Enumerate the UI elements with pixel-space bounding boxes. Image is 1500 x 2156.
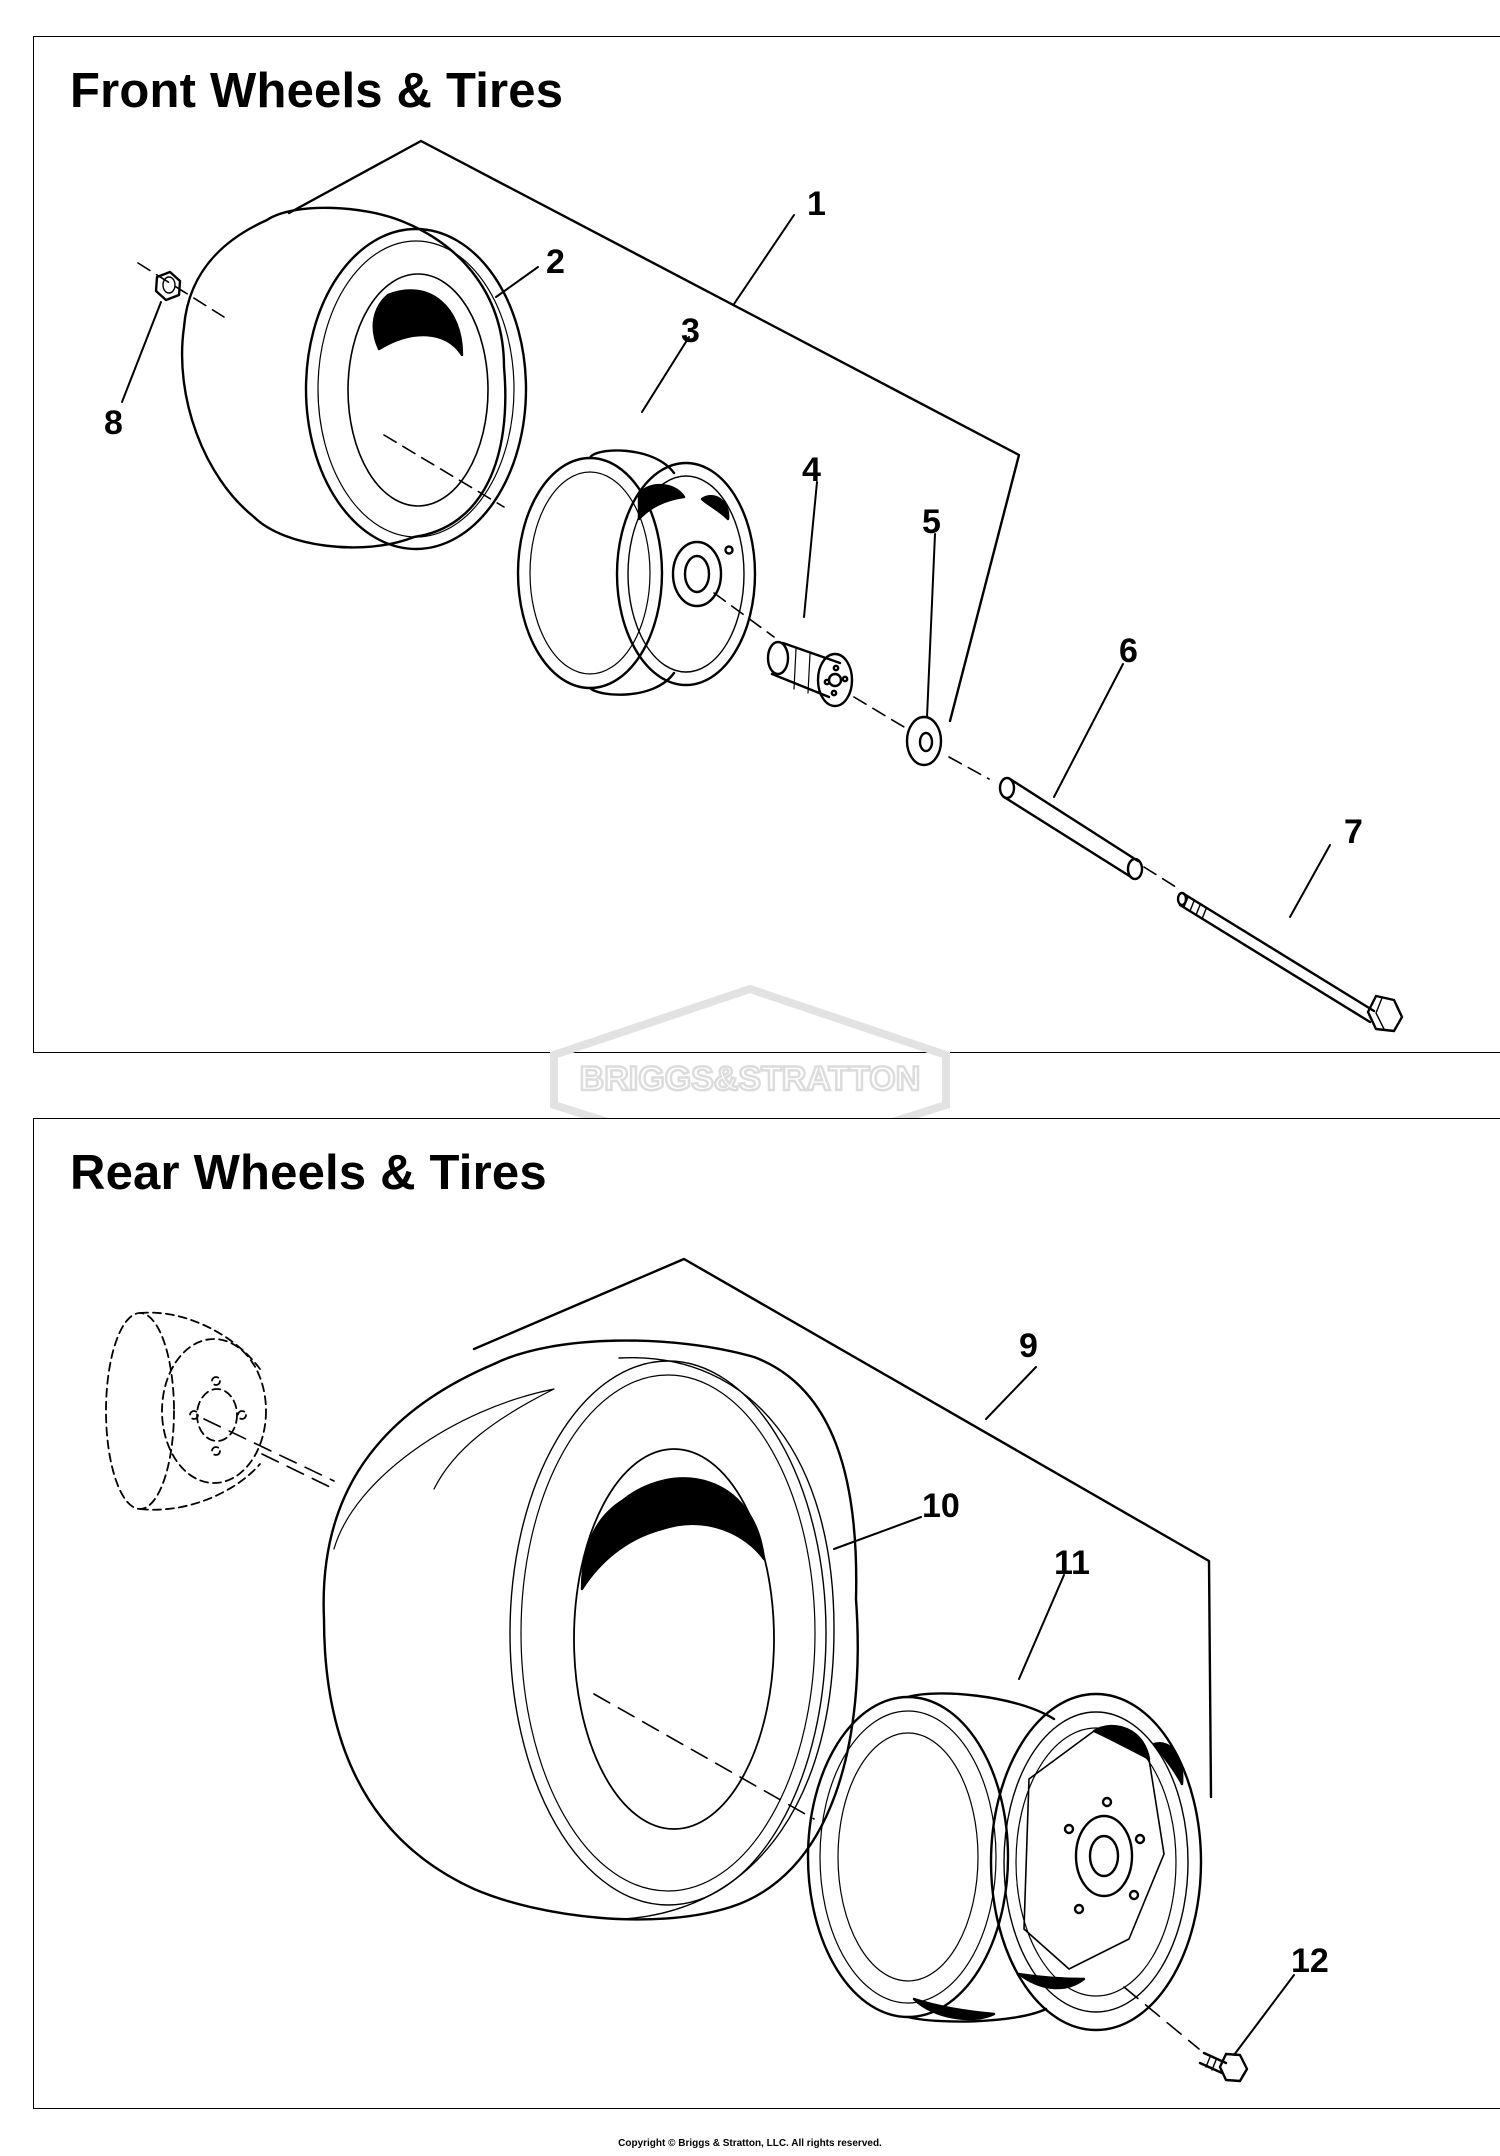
callout-10: 10 xyxy=(922,1487,960,1525)
callout-1: 1 xyxy=(807,185,826,223)
callout-7: 7 xyxy=(1344,813,1363,851)
copyright-footer: Copyright © Briggs & Stratton, LLC. All … xyxy=(618,2138,882,2149)
rear-wheels-panel: Rear Wheels & Tires xyxy=(33,1118,1500,2109)
callout-12: 12 xyxy=(1291,1942,1329,1980)
rear-hub-reference xyxy=(105,1311,267,1511)
rear-lug-bolt xyxy=(1198,2051,1249,2083)
leader-10 xyxy=(833,1516,922,1550)
front-wheels-diagram: 1 2 3 4 5 6 7 8 xyxy=(104,139,1404,1033)
callout-6: 6 xyxy=(1119,632,1138,670)
front-centerline xyxy=(137,262,1180,890)
rear-centerline xyxy=(203,1418,1200,2050)
front-spacer xyxy=(766,640,854,708)
leader-12 xyxy=(1233,1974,1295,2056)
rear-wheels-diagram: 9 10 11 12 xyxy=(105,1257,1329,2083)
front-axle-tube xyxy=(998,776,1144,881)
leader-3 xyxy=(641,336,690,413)
rear-wheel-rim xyxy=(806,1692,1203,2032)
leader-7 xyxy=(1289,844,1331,918)
front-washer xyxy=(905,715,943,767)
front-tire xyxy=(180,206,528,551)
callout-5: 5 xyxy=(922,503,941,541)
leader-2 xyxy=(495,266,539,298)
front-wheels-panel: Front Wheels & Tires xyxy=(33,36,1500,1053)
callout-8: 8 xyxy=(104,404,123,442)
callout-3: 3 xyxy=(681,312,700,350)
front-wheel-rim xyxy=(516,449,757,696)
callout-4: 4 xyxy=(802,451,821,489)
front-axle-bolt xyxy=(1176,891,1404,1033)
rear-tire xyxy=(322,1339,859,1921)
leader-8 xyxy=(121,301,162,403)
leader-4 xyxy=(803,481,818,618)
rear-panel-title: Rear Wheels & Tires xyxy=(70,1146,547,1200)
front-lock-nut xyxy=(154,270,182,302)
leader-9 xyxy=(985,1366,1037,1420)
callout-2: 2 xyxy=(546,243,565,281)
rear-assembly-bracket xyxy=(472,1257,1213,1799)
callout-11: 11 xyxy=(1054,1544,1090,1582)
leader-1 xyxy=(733,214,795,305)
watermark-text: BRIGGS&STRATTON xyxy=(580,1060,921,1098)
leader-11 xyxy=(1018,1574,1065,1680)
front-assembly-bracket xyxy=(287,139,1021,723)
front-panel-title: Front Wheels & Tires xyxy=(70,64,564,118)
leader-6 xyxy=(1053,663,1124,798)
callout-9: 9 xyxy=(1019,1327,1038,1365)
leader-5 xyxy=(926,533,936,718)
